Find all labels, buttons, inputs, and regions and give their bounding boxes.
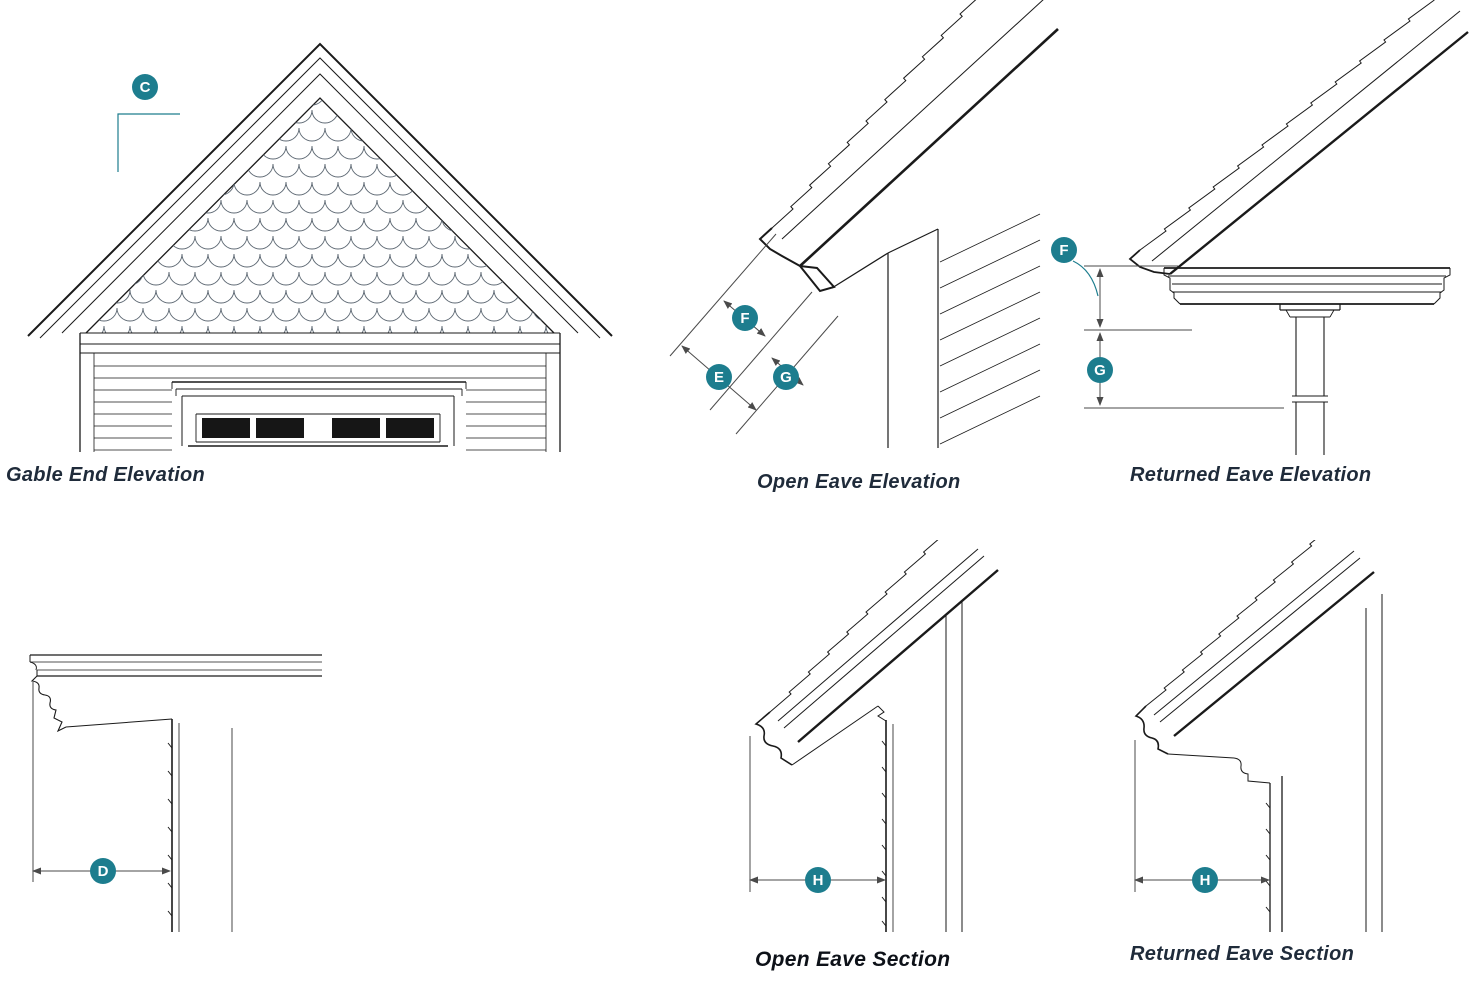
transom-panes [202,418,434,438]
returned-eave-section-drawing [1134,540,1383,932]
eave-corner-section-drawing [29,654,322,932]
fishscale-shingle-field [86,98,554,333]
returned-eave-elevation-drawing [1072,0,1469,455]
shingle-edge [1139,0,1435,251]
caption-returned-eave-section: Returned Eave Section [1130,943,1355,965]
cornice-return [1163,267,1451,305]
caption-gable-end-elevation: Gable End Elevation [6,464,206,486]
bracket-profile [30,675,67,733]
wall-corner-and-siding [887,213,1041,448]
roof-section [1134,540,1375,784]
marker-h-open-section: H [805,867,831,893]
caption-open-eave-section: Open Eave Section [755,948,951,971]
marker-d: D [90,858,116,884]
dimension-lines [1072,260,1284,409]
marker-h-returned-section: H [1192,867,1218,893]
wall-and-siding [79,332,561,452]
roof-slope [1128,0,1469,275]
wall-section-lines [1265,594,1383,932]
shingle-edge [1145,540,1316,707]
roof-slope [758,0,1059,293]
open-eave-elevation-drawing [669,0,1059,448]
caption-open-eave-elevation: Open Eave Elevation [757,471,961,493]
marker-f-open-eave: F [732,305,758,331]
extension-line [669,233,777,357]
dimension-lines [32,682,171,882]
column-pilaster [1279,304,1341,455]
marker-c-leader-line [117,113,180,172]
wall-section-lines [167,719,233,932]
wall-section-lines [881,601,963,932]
marker-e: E [706,364,732,390]
crown-molding-profile [1134,705,1169,755]
open-eave-section-drawing [749,540,999,932]
gable-end-elevation-drawing [27,42,613,452]
marker-f-returned-eave: F [1051,237,1077,263]
door-head-pediment [171,381,467,447]
dimension-lines [669,233,839,435]
caption-returned-eave-elevation: Returned Eave Elevation [1130,464,1372,486]
marker-f-leader-line [1072,260,1099,297]
roof-section [754,540,999,766]
rafter-tail-profile [754,711,793,766]
cornice-soffit-lines [29,654,322,733]
marker-c: C [132,74,158,100]
marker-g-returned-eave: G [1087,357,1113,383]
extension-line [709,291,813,411]
marker-g-open-eave: G [773,364,799,390]
shingle-edge [771,0,977,229]
shingle-edge [769,540,939,713]
